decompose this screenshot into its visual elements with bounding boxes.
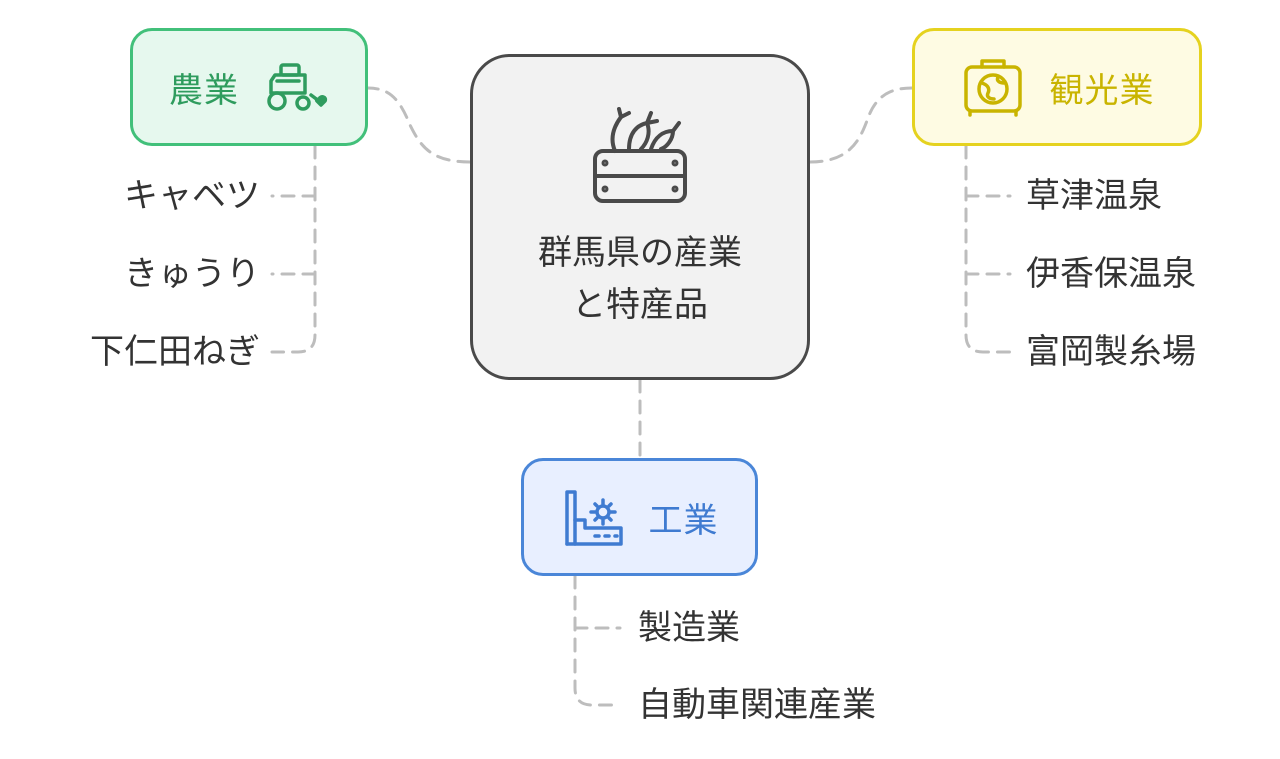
connector-center-agriculture bbox=[366, 86, 472, 164]
agriculture-item: 下仁田ねぎ bbox=[90, 332, 260, 372]
agriculture-node: 農業 bbox=[130, 28, 368, 146]
connector-center-tourism bbox=[808, 86, 914, 164]
industry-node: 工業 bbox=[521, 458, 758, 576]
suitcase-globe-icon bbox=[960, 55, 1026, 119]
tourism-item: 富岡製糸場 bbox=[1026, 332, 1196, 372]
agriculture-item: キャベツ bbox=[124, 176, 260, 216]
tourism-item: 伊香保温泉 bbox=[1026, 254, 1196, 294]
tractor-icon bbox=[259, 59, 329, 115]
agriculture-item: きゅうり bbox=[124, 254, 260, 294]
tourism-item: 草津温泉 bbox=[1026, 176, 1162, 216]
industry-label: 工業 bbox=[648, 500, 719, 541]
industry-item: 自動車関連産業 bbox=[638, 685, 876, 725]
connector-tour-spine bbox=[964, 144, 1012, 354]
agriculture-label: 農業 bbox=[169, 70, 239, 111]
connector-agri-spine bbox=[270, 144, 317, 354]
vegetable-crate-icon bbox=[585, 103, 695, 213]
factory-icon bbox=[561, 484, 627, 550]
industry-item: 製造業 bbox=[638, 608, 740, 648]
connector-ind-spine bbox=[573, 574, 622, 707]
tourism-node: 観光業 bbox=[912, 28, 1202, 146]
center-title: 群馬県の産業と特産品 bbox=[538, 233, 742, 325]
tourism-label: 観光業 bbox=[1049, 70, 1155, 111]
center-node: 群馬県の産業と特産品 bbox=[470, 54, 810, 380]
